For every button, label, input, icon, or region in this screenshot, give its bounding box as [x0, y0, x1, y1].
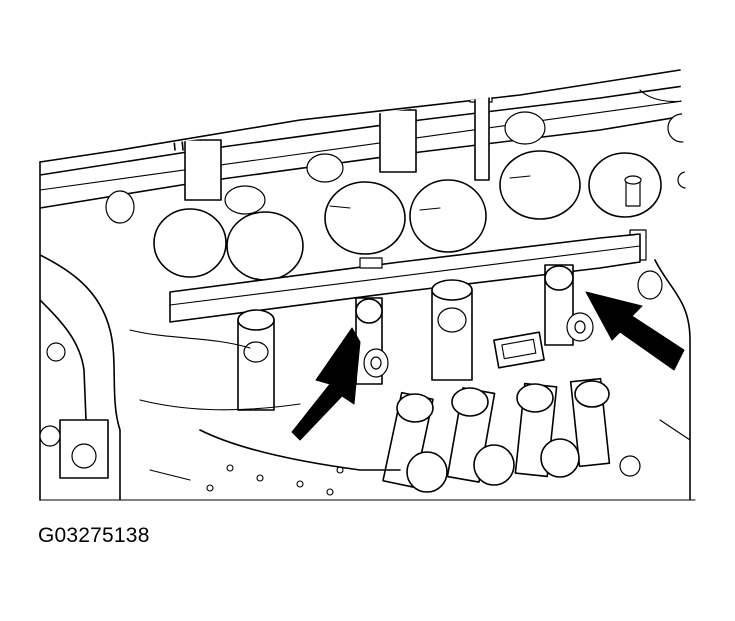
figure-id: G03275138	[38, 524, 150, 547]
surface-details	[149, 419, 691, 496]
bolt-left	[355, 297, 389, 385]
illustration-frame	[39, 69, 696, 501]
plug-wires	[382, 377, 641, 493]
injectors	[237, 279, 473, 411]
right-arrow	[585, 291, 685, 371]
connector	[493, 331, 545, 369]
left-arrow	[291, 327, 361, 441]
bolt-right	[544, 264, 594, 346]
left-mechanism	[40, 254, 401, 500]
